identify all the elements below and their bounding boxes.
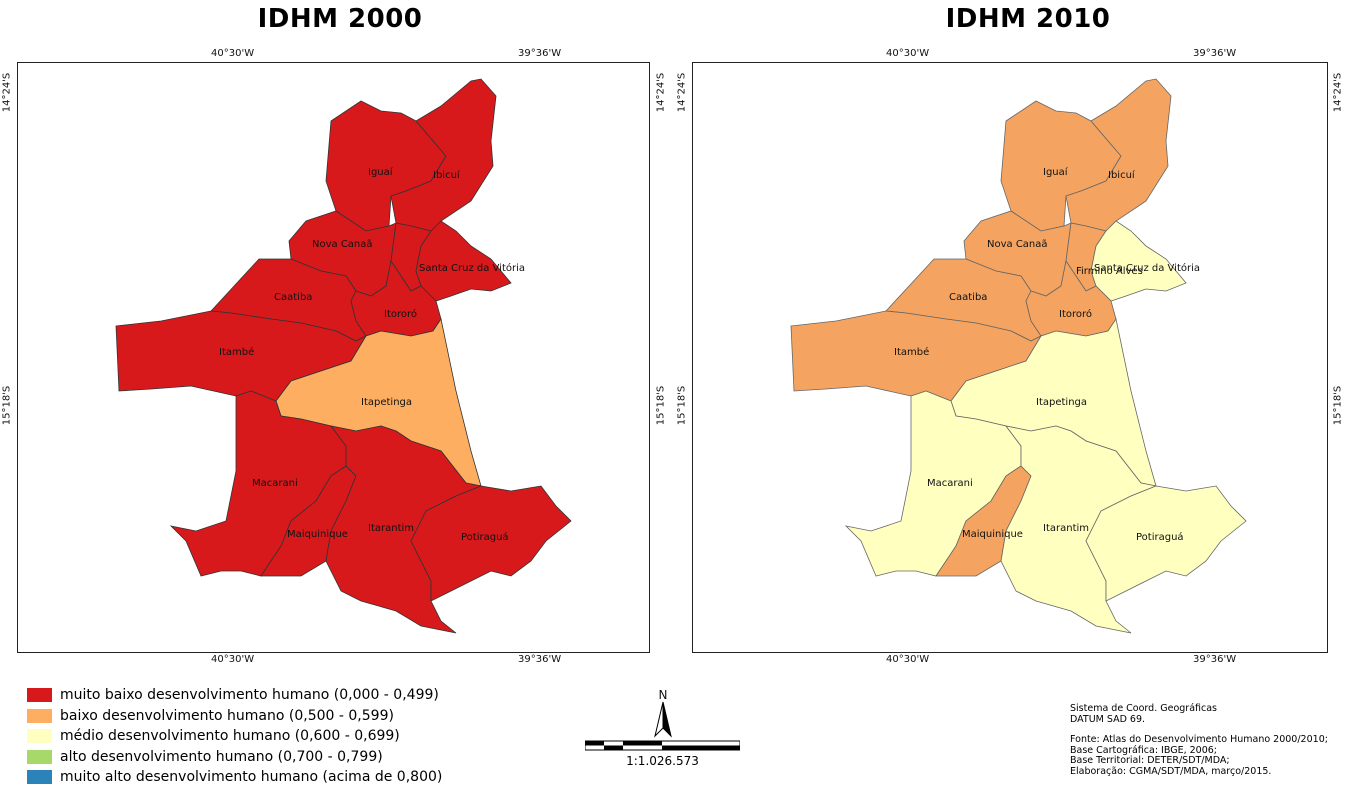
legend-item: muito baixo desenvolvimento humano (0,00… [27,685,442,706]
coord-2000-left-mid: 15°18'S [1,385,13,426]
info-line: Elaboração: CGMA/SDT/MDA, março/2015. [1070,765,1272,777]
label-firmino-alves: Firmino Alves [1076,266,1143,277]
scale-text: 1:1.026.573 [626,754,699,768]
label-santa-cruz: Santa Cruz da Vitória [419,262,525,274]
legend-label: médio desenvolvimento humano (0,600 - 0,… [60,728,400,745]
label-itarantim: Itarantim [368,523,414,534]
label-caatiba: Caatiba [274,292,312,303]
region-potiragua [1085,485,1247,602]
legend-swatch [27,688,52,703]
legend-item: médio desenvolvimento humano (0,600 - 0,… [27,726,442,747]
info-block: Sistema de Coord. Geográficas DATUM SAD … [1070,703,1328,777]
legend-swatch [27,770,52,785]
label-santa-cruz: Santa Cruz da Vitória [1094,262,1200,274]
north-label: N [658,688,667,702]
coord-2010-left-top: 14°24'S [676,72,688,113]
coord-2010-right-top: 14°24'S [1332,72,1344,113]
label-itororo: Itororó [384,308,417,320]
map-panel-2000: Iguaí Ibicuí Nova Canaã Santa Cruz da Vi… [17,62,650,653]
coord-2000-top-right: 39°36'W [518,48,562,59]
info-line: Fonte: Atlas do Desenvolvimento Humano 2… [1070,734,1328,745]
region-santa-cruz [415,220,512,302]
label-itapetinga: Itapetinga [361,397,412,408]
scale-block: N 1:1.026.573 [585,688,740,768]
map-svg-2010: Iguaí Ibicuí Nova Canaã Firmino Alves Sa… [790,78,1247,634]
label-nova-canaa: Nova Canaã [987,239,1048,250]
map-shapes-2000 [115,78,572,634]
label-iguai: Iguaí [1043,166,1069,178]
coord-2010-top-left: 40°30'W [886,48,930,59]
coord-2010-left-mid: 15°18'S [676,385,688,426]
legend-label: baixo desenvolvimento humano (0,500 - 0,… [60,707,394,724]
legend-item: muito alto desenvolvimento humano (acima… [27,767,442,788]
label-itarantim: Itarantim [1043,523,1089,534]
legend-swatch [27,708,52,723]
info-line: Base Cartográfica: IBGE, 2006; [1070,744,1217,756]
coord-2000-left-top: 14°24'S [1,72,13,113]
coord-2010-bottom-left: 40°30'W [886,654,930,665]
map-panel-2010: Iguaí Ibicuí Nova Canaã Firmino Alves Sa… [692,62,1328,653]
region-itarantim [325,425,483,634]
region-potiragua [410,485,572,602]
info-line: DATUM SAD 69. [1070,713,1146,725]
legend-item: alto desenvolvimento humano (0,700 - 0,7… [27,747,442,768]
label-nova-canaa: Nova Canaã [312,239,373,250]
label-macarani: Macarani [927,478,973,489]
label-maiquinique: Maiquinique [962,529,1023,540]
legend-label: muito baixo desenvolvimento humano (0,00… [60,687,439,704]
north-arrow-icon: N [653,688,672,738]
region-itarantim [1000,425,1158,634]
legend-label: alto desenvolvimento humano (0,700 - 0,7… [60,748,383,765]
region-santa-cruz [1090,220,1187,302]
coord-2010-top-right: 39°36'W [1193,48,1237,59]
coord-2010-bottom-right: 39°36'W [1193,654,1237,665]
label-itapetinga: Itapetinga [1036,397,1087,408]
label-ibicui: Ibicuí [1108,169,1136,181]
coord-2000-right-mid: 15°18'S [655,385,667,426]
label-caatiba: Caatiba [949,292,987,303]
coord-2000-right-top: 14°24'S [655,72,667,113]
legend-swatch [27,729,52,744]
label-ibicui: Ibicuí [433,169,461,181]
coord-2000-top-left: 40°30'W [211,48,255,59]
map-title-2000: IDHM 2000 [257,4,423,34]
label-iguai: Iguaí [368,166,394,178]
map-shapes-2010 [790,78,1247,634]
map-title-2010: IDHM 2010 [945,4,1111,34]
coord-2000-bottom-left: 40°30'W [211,654,255,665]
legend-item: baixo desenvolvimento humano (0,500 - 0,… [27,706,442,727]
region-itororo [1025,259,1117,337]
info-line: Sistema de Coord. Geográficas [1070,703,1217,714]
coord-2000-bottom-right: 39°36'W [518,654,562,665]
label-itambe: Itambé [219,346,254,358]
map-svg-2000: Iguaí Ibicuí Nova Canaã Santa Cruz da Vi… [115,78,572,634]
legend-swatch [27,749,52,764]
label-maiquinique: Maiquinique [287,529,348,540]
legend: muito baixo desenvolvimento humano (0,00… [27,685,442,788]
label-potiragua: Potiraguá [461,531,509,543]
label-macarani: Macarani [252,478,298,489]
coord-2010-right-mid: 15°18'S [1332,385,1344,426]
label-itambe: Itambé [894,346,929,358]
info-line: Base Territorial: DETER/SDT/MDA; [1070,755,1230,766]
legend-label: muito alto desenvolvimento humano (acima… [60,769,443,786]
region-itororo [350,259,442,337]
scale-bar [585,740,740,751]
label-itororo: Itororó [1059,308,1092,320]
label-potiragua: Potiraguá [1136,531,1184,543]
